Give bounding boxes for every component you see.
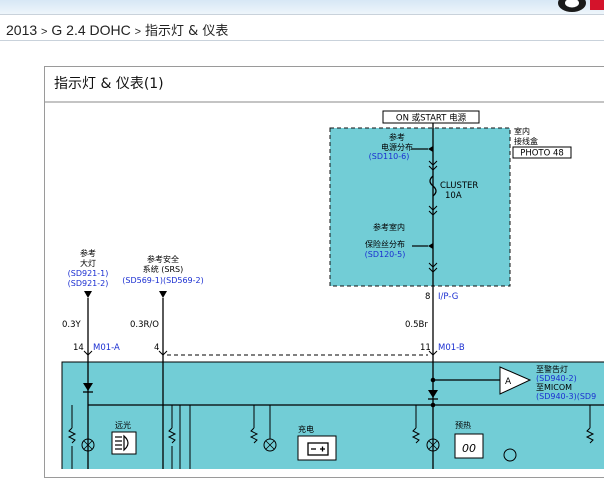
top-banner	[0, 0, 604, 14]
breadcrumb-section: 指示灯 & 仪表	[144, 24, 229, 39]
breadcrumb-separator: >	[134, 26, 142, 38]
panel-title: 指示灯 & 仪表(1)	[54, 76, 164, 92]
breadcrumb-year[interactable]: 2013	[6, 22, 38, 38]
breadcrumb-engine[interactable]: G 2.4 DOHC	[51, 22, 131, 38]
breadcrumb-separator: >	[41, 26, 48, 38]
diagram-panel	[44, 66, 604, 478]
brand-logo	[558, 0, 604, 12]
breadcrumb: 2013 > G 2.4 DOHC > 指示灯 & 仪表	[0, 14, 604, 41]
